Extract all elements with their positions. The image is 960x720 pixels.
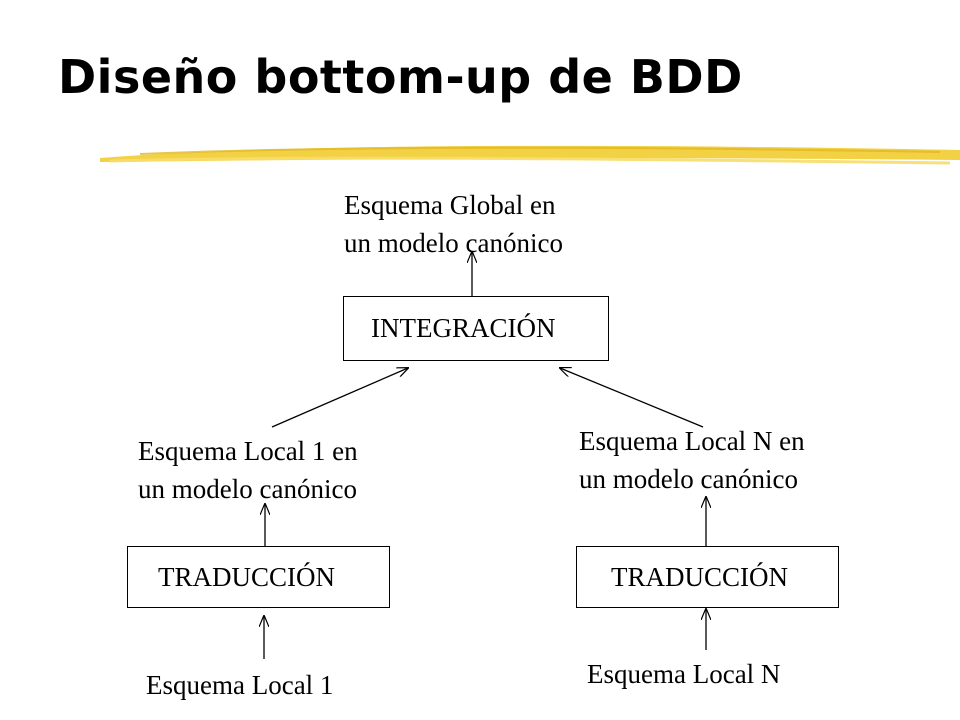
title-highlight-stroke (100, 145, 960, 165)
localN-canonical-line2: un modelo canónico (579, 464, 798, 494)
global-schema-line2: un modelo canónico (344, 228, 563, 258)
local1-canonical-line1: Esquema Local 1 en (138, 436, 358, 466)
translation-box-left: TRADUCCIÓN (127, 546, 390, 608)
arrow-localN-to-integration (560, 368, 704, 428)
global-schema-label: Esquema Global en un modelo canónico (344, 186, 563, 262)
local1-canonical-label: Esquema Local 1 en un modelo canónico (138, 432, 358, 508)
integration-box-label: INTEGRACIÓN (371, 313, 556, 343)
localN-canonical-line1: Esquema Local N en (579, 426, 805, 456)
arrow-local1-to-integration (271, 368, 408, 428)
translation-box-left-label: TRADUCCIÓN (158, 561, 336, 592)
translation-box-right: TRADUCCIÓN (576, 546, 839, 608)
local1-schema-label: Esquema Local 1 (146, 670, 334, 700)
integration-box: INTEGRACIÓN (343, 296, 609, 361)
localN-schema-label: Esquema Local N (587, 659, 781, 689)
slide-title: Diseño bottom-up de BDD (58, 50, 743, 104)
localN-canonical-label: Esquema Local N en un modelo canónico (579, 422, 805, 498)
global-schema-line1: Esquema Global en (344, 190, 556, 220)
translation-box-right-label: TRADUCCIÓN (611, 561, 789, 592)
local1-canonical-line2: un modelo canónico (138, 474, 357, 504)
